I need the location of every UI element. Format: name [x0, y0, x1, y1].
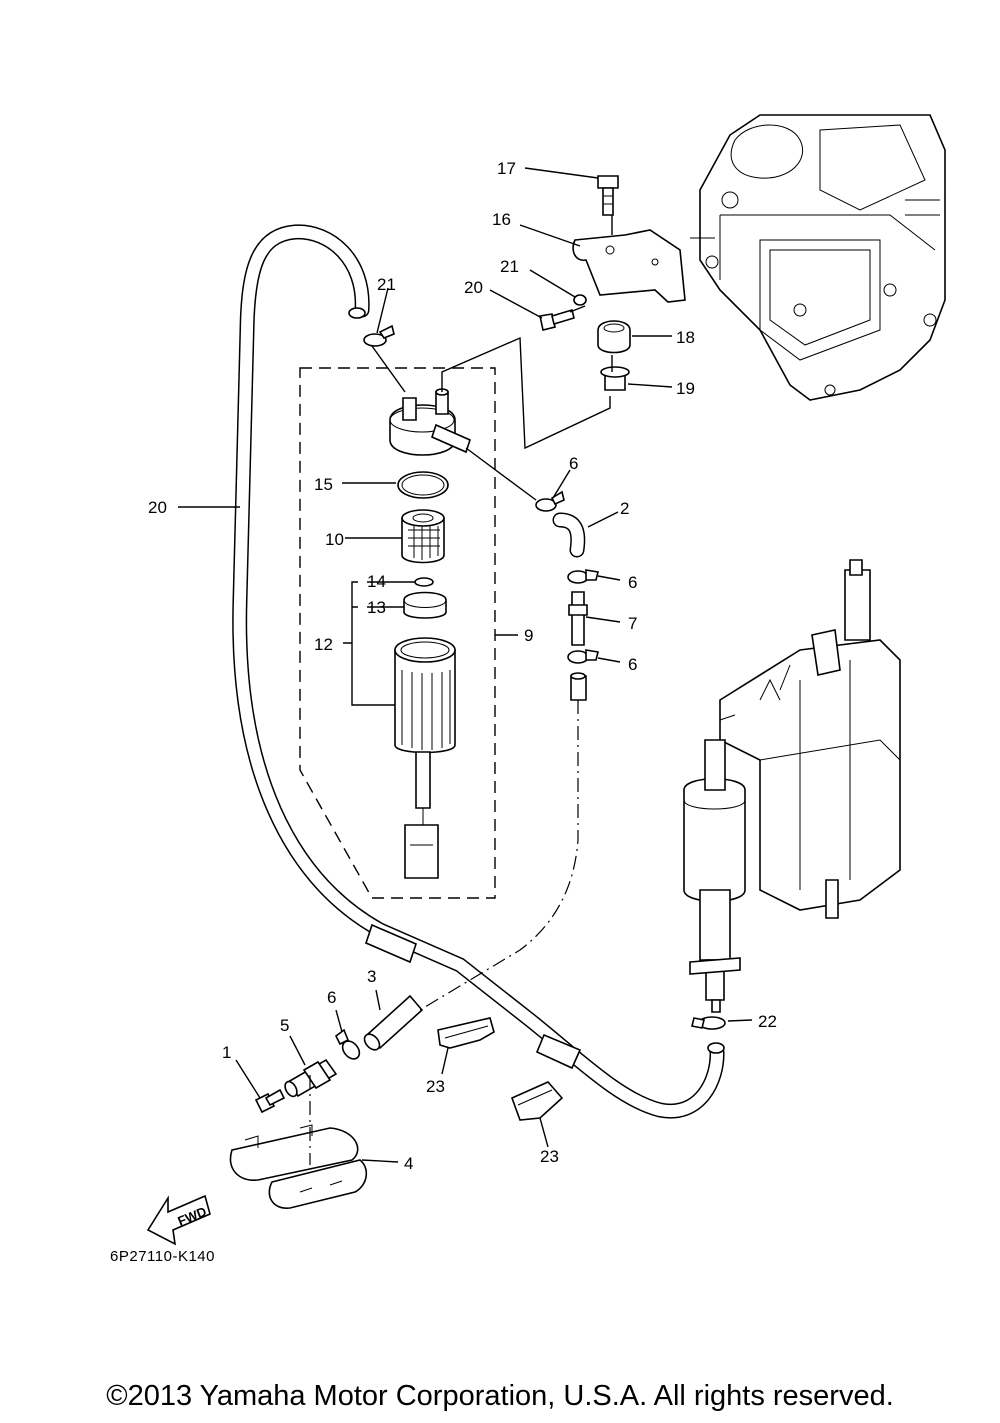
callout-21-top: 21: [377, 275, 396, 294]
o-ring-13: [397, 471, 449, 499]
joint-7: [568, 591, 588, 646]
callout-9: 10: [325, 530, 344, 549]
hose-clamp-21-bottom: [691, 1016, 726, 1030]
drawing-code: 6P27110-K140: [110, 1248, 215, 1265]
callout-numbers: 17 16 21 20 21 18 19 6 15 20 2 10 14 6 1…: [148, 159, 777, 1173]
fuel-hose-20: [232, 224, 725, 1119]
callout-22: 23: [426, 1077, 445, 1096]
screw-18: [539, 308, 575, 331]
callout-6-bottom: 6: [327, 988, 336, 1007]
callout-1: 1: [222, 1043, 231, 1062]
filter-head: [389, 388, 471, 456]
callout-17: 19: [676, 379, 695, 398]
callout-8: 9: [524, 626, 533, 645]
screw-1: [254, 1088, 286, 1114]
callout-15: 17: [497, 159, 516, 178]
callout-21-bottom: 22: [758, 1012, 777, 1031]
callout-2: 2: [620, 499, 629, 518]
float-11: [403, 591, 447, 619]
hose-clamp-21-top: [363, 324, 395, 347]
callout-6-lower: 6: [628, 655, 637, 674]
elbow-hose-2: [552, 512, 586, 558]
callout-13: 15: [314, 475, 333, 494]
callout-16: 18: [676, 328, 695, 347]
callout-23: 23: [540, 1147, 559, 1166]
hose-stub: [570, 672, 587, 701]
callout-3: 3: [367, 967, 376, 986]
copyright-notice: ©2013 Yamaha Motor Corporation, U.S.A. A…: [106, 1380, 894, 1412]
clamp-6-upper: [535, 490, 565, 512]
collar-17: [600, 366, 630, 391]
circlip-12: [414, 577, 434, 587]
fuel-filter-assembly-outline: [299, 367, 496, 899]
clamp-6-mid: [567, 569, 599, 584]
washer-19: [573, 294, 587, 306]
clamp-6-bottom: [334, 1028, 361, 1060]
bracket-14: [572, 229, 686, 303]
callout-6-mid: 6: [628, 573, 637, 592]
hose-3: [363, 994, 424, 1051]
callout-6-upper: 6: [569, 454, 578, 473]
callout-19: 21: [500, 257, 519, 276]
holder-22: [437, 1017, 495, 1049]
callout-4: 4: [404, 1154, 413, 1173]
fwd-arrow: FWD: [146, 1194, 211, 1246]
engine-block-upper: [690, 114, 946, 401]
callout-7: 7: [628, 614, 637, 633]
clamp-6-lower: [567, 649, 599, 664]
vapor-separator-assembly: [683, 559, 901, 1013]
grommet-16: [597, 320, 631, 354]
callout-20: 20: [148, 498, 167, 517]
holder-23: [510, 1081, 564, 1121]
filter-element-9: [401, 509, 445, 564]
callout-10: 12: [314, 635, 333, 654]
joint-5: [284, 1058, 338, 1098]
fuel-system-exploded-diagram: FWD: [146, 114, 946, 1246]
bolt-15: [597, 175, 619, 216]
callout-14: 16: [492, 210, 511, 229]
cover-4: [229, 1124, 368, 1209]
leader-lines: [178, 167, 753, 1165]
filter-cup-10: [394, 637, 456, 879]
callout-5: 5: [280, 1016, 289, 1035]
callout-11: 13: [367, 598, 386, 617]
callout-18: 20: [464, 278, 483, 297]
callout-12: 14: [367, 572, 386, 591]
